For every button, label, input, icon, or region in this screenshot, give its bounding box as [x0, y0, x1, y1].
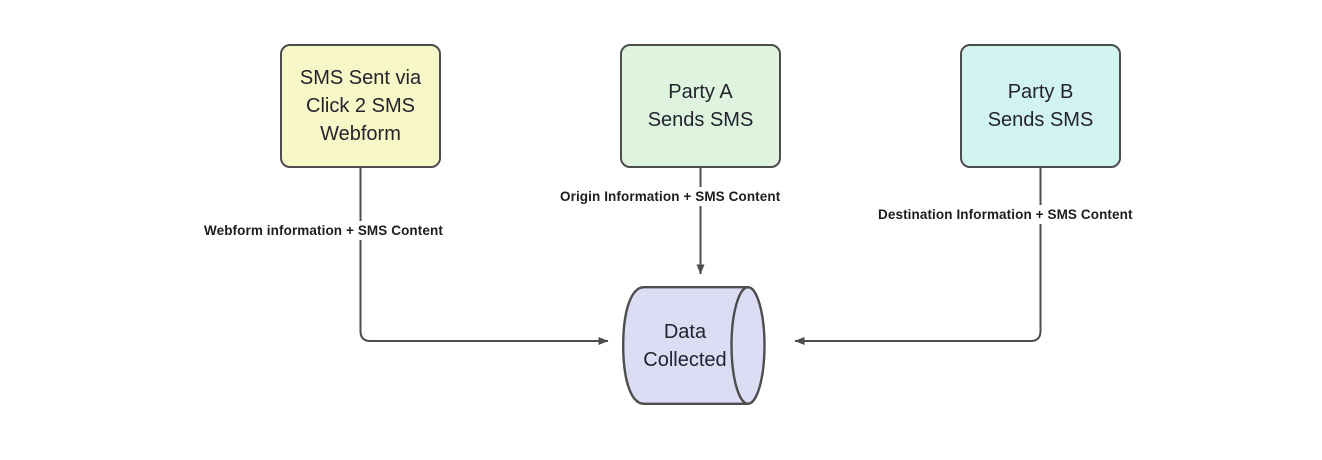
edge-label-webform-information: Webform information + SMS Content [200, 221, 447, 240]
cylinder-shape [622, 286, 766, 405]
node-party-a-sends-sms[interactable]: Party A Sends SMS [620, 44, 781, 168]
edge-label-destination-information: Destination Information + SMS Content [874, 205, 1137, 224]
node-sms-sent-via-webform[interactable]: SMS Sent via Click 2 SMS Webform [280, 44, 441, 168]
node-data-collected-label: Data Collected [643, 320, 727, 371]
edge-label-origin-information: Origin Information + SMS Content [556, 187, 785, 206]
edge-webform-to-datastore [359, 168, 609, 345]
node-party-b-sends-sms[interactable]: Party B Sends SMS [960, 44, 1121, 168]
node-data-collected-cylinder[interactable]: Data Collected [622, 286, 780, 405]
edge-partyb-to-datastore [794, 168, 1042, 345]
